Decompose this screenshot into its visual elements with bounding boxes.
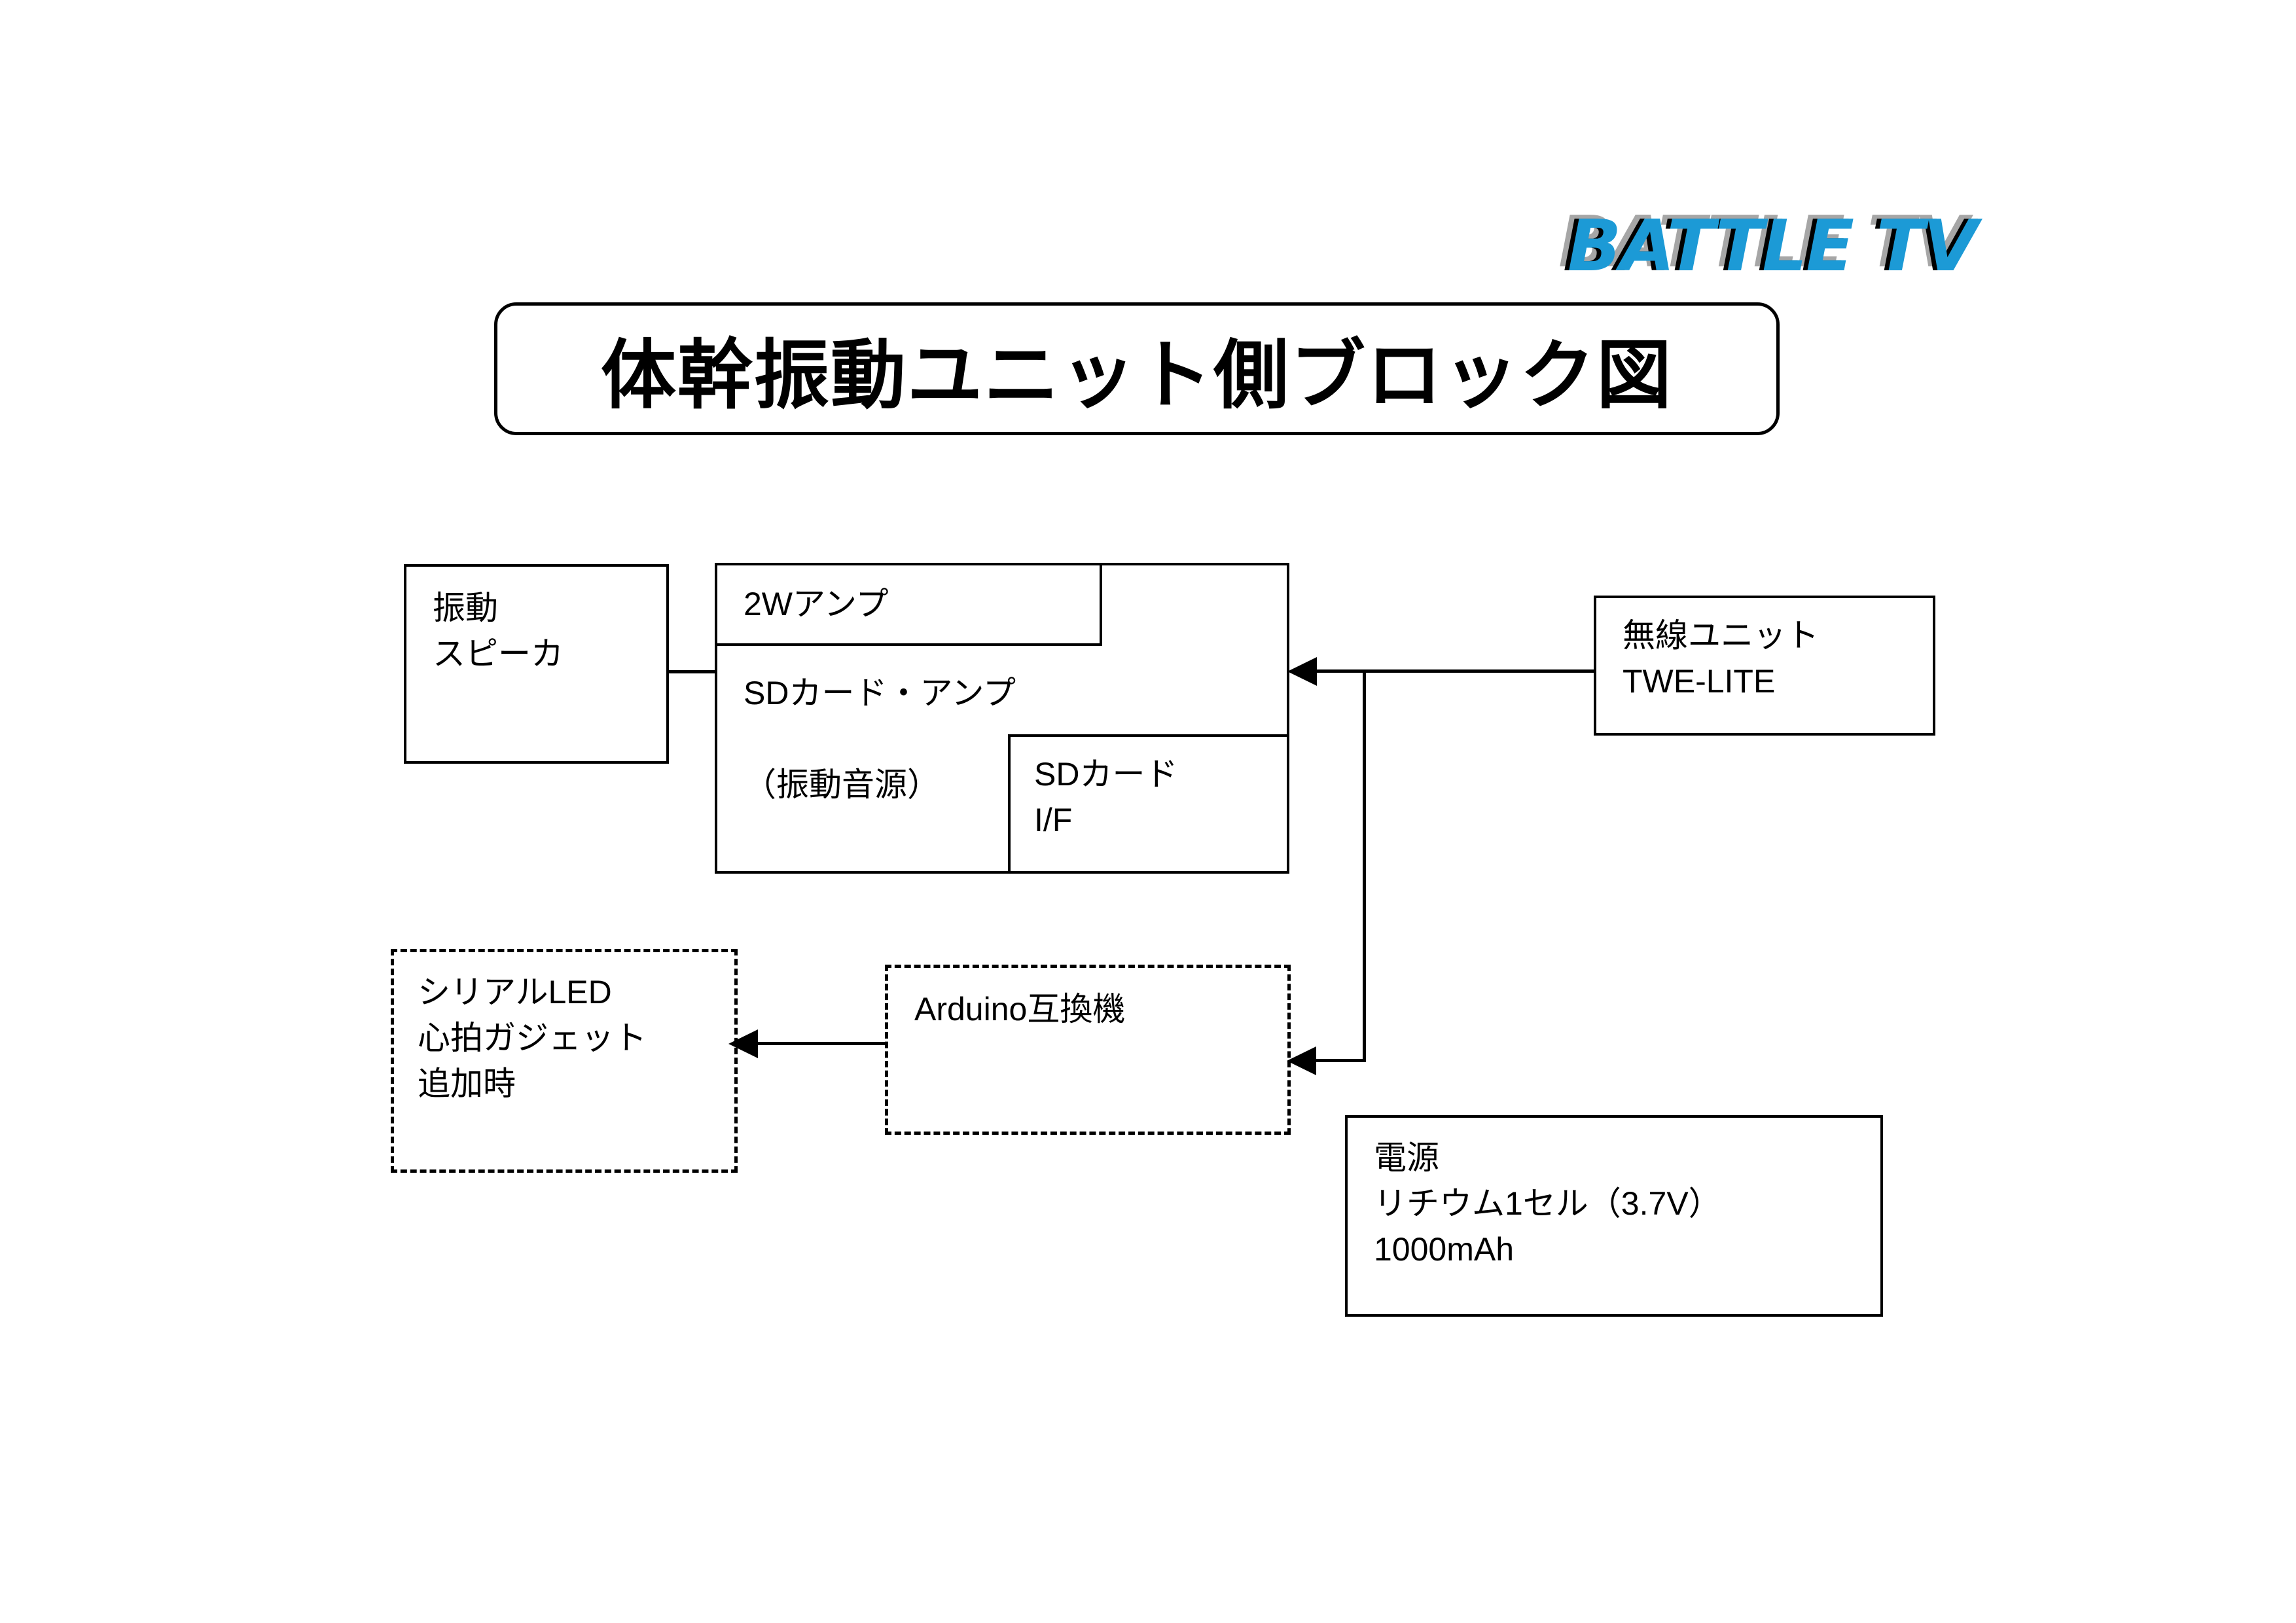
block-sdcard-if[interactable]: SDカード I/F: [1008, 734, 1289, 874]
block-label-vibration-speaker: 振動 スピーカ: [433, 590, 564, 672]
connector-wireless-to-amp: [1302, 669, 1595, 673]
page-title-box: 体幹振動ユニット側ブロック図: [494, 302, 1780, 435]
connector-branch-to-arduino: [1302, 1059, 1366, 1062]
connector-speaker-to-amp: [668, 670, 716, 673]
block-label-power-supply: 電源 リチウム1セル（3.7V） 1000mAh: [1374, 1139, 1721, 1268]
connector-wireless-branch: [1363, 669, 1366, 1062]
block-label-arduino-compatible: Arduino互換機: [914, 991, 1126, 1027]
block-wireless-unit[interactable]: 無線ユニット TWE-LITE: [1594, 596, 1935, 736]
block-label-wireless-unit: 無線ユニット TWE-LITE: [1623, 617, 1819, 700]
block-label-sdcard-if: SDカード I/F: [1034, 756, 1178, 838]
logo-shadow-gray: BATTLE TV: [1558, 202, 1969, 283]
block-serial-led[interactable]: シリアルLED 心拍ガジェット 追加時: [391, 949, 738, 1173]
block-power-supply[interactable]: 電源 リチウム1セル（3.7V） 1000mAh: [1345, 1115, 1883, 1317]
connector-arduino-to-led: [746, 1042, 887, 1045]
block-label-sdcard-amp: SDカード・アンプ （振動音源）: [744, 675, 1016, 803]
block-2w-amp[interactable]: 2Wアンプ: [715, 563, 1102, 646]
block-arduino-compatible[interactable]: Arduino互換機: [885, 965, 1291, 1135]
arrowhead-to-led: [728, 1029, 758, 1058]
battle-tv-logo: BATTLE TV BATTLE TV BATTLE TV: [1558, 205, 2091, 289]
block-vibration-speaker[interactable]: 振動 スピーカ: [404, 564, 669, 764]
logo-shadow-black: BATTLE TV: [1563, 205, 1973, 287]
block-label-2w-amp: 2Wアンプ: [744, 586, 889, 622]
arrowhead-to-amp: [1287, 657, 1317, 686]
block-label-serial-led: シリアルLED 心拍ガジェット 追加時: [418, 974, 647, 1102]
page-title: 体幹振動ユニット側ブロック図: [600, 331, 1673, 419]
arrowhead-to-arduino: [1287, 1046, 1316, 1075]
block-sdcard-amp[interactable]: SDカード・アンプ （振動音源）: [715, 563, 1289, 874]
logo-front-text: BATTLE TV: [1568, 205, 1978, 287]
